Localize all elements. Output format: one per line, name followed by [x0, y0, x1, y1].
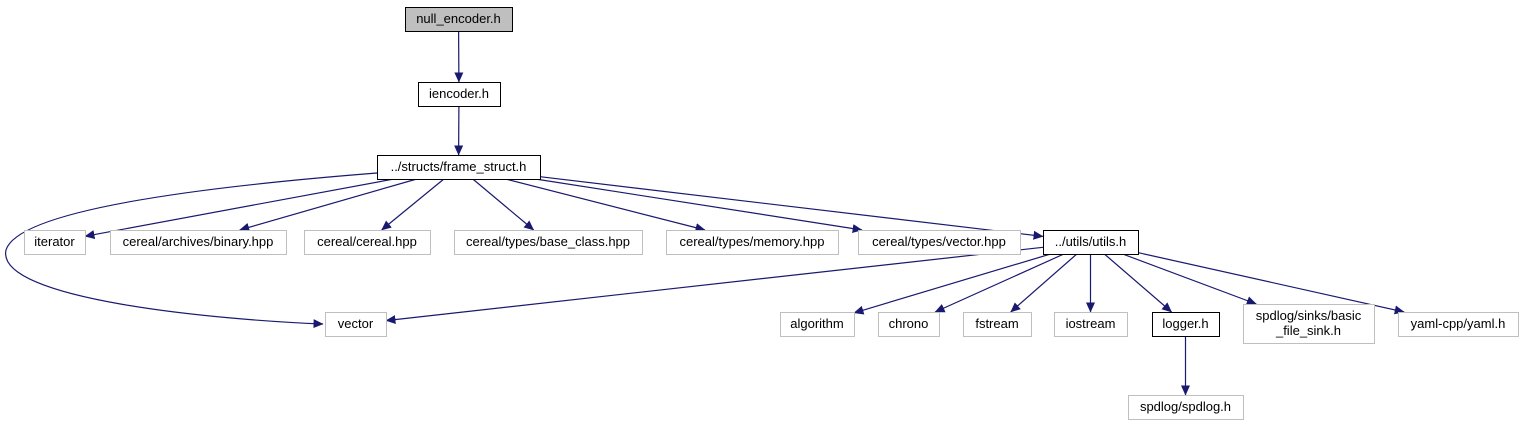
node-logger[interactable]: logger.h	[1152, 312, 1220, 337]
node-box	[325, 312, 387, 337]
node-box	[1243, 304, 1375, 344]
node-cereal: cereal/cereal.hpp	[304, 230, 431, 255]
node-spdlog: spdlog/spdlog.h	[1128, 395, 1244, 420]
node-label: cereal/cereal.hpp	[317, 234, 417, 249]
node-label: spdlog/sinks/basic	[1256, 308, 1362, 323]
node-box	[110, 230, 287, 255]
node-label: cereal/types/vector.hpp	[872, 234, 1006, 249]
node-box	[304, 230, 431, 255]
node-iencoder[interactable]: iencoder.h	[418, 82, 501, 107]
node-box	[418, 82, 501, 107]
node-box	[1398, 312, 1519, 337]
node-chrono: chrono	[878, 312, 940, 337]
node-label: ../structs/frame_struct.h	[391, 159, 527, 174]
edge-frame_struct-to-vector_hpp	[535, 178, 863, 233]
node-box	[405, 7, 513, 32]
node-box	[377, 155, 541, 180]
node-box	[24, 230, 86, 255]
node-utils[interactable]: ../utils/utils.h	[1043, 230, 1139, 255]
edge-utils-to-algorithm	[853, 253, 1051, 315]
edge-frame_struct-to-cereal	[381, 178, 445, 231]
node-vector-hpp: cereal/types/vector.hpp	[858, 230, 1021, 255]
edge-utils-to-logger	[1104, 253, 1172, 313]
node-base-class: cereal/types/base_class.hpp	[454, 230, 643, 255]
node-label: chrono	[889, 316, 929, 331]
edge-utils-to-basic_file_sink	[1122, 253, 1257, 305]
edge-frame_struct-to-memory	[505, 178, 706, 233]
edge-frame_struct-to-base_class	[472, 178, 535, 231]
node-algorithm: algorithm	[780, 312, 855, 337]
node-yaml: yaml-cpp/yaml.h	[1398, 312, 1519, 337]
node-box	[858, 230, 1021, 255]
node-box	[1054, 312, 1128, 337]
node-label: ../utils/utils.h	[1055, 234, 1127, 249]
edge-frame_struct-to-binary	[239, 178, 417, 232]
edge-utils-to-vector	[385, 246, 1044, 325]
node-box	[1043, 230, 1139, 255]
node-memory: cereal/types/memory.hpp	[666, 230, 839, 255]
edge-utils-to-yaml	[1137, 252, 1405, 315]
node-frame-struct[interactable]: ../structs/frame_struct.h	[377, 155, 541, 180]
node-label: fstream	[975, 316, 1018, 331]
node-vector: vector	[325, 312, 387, 337]
node-iostream: iostream	[1054, 312, 1128, 337]
node-layer: null_encoder.h iencoder.h ../structs/frame…	[24, 7, 1519, 420]
node-label: algorithm	[790, 316, 843, 331]
node-iterator: iterator	[24, 230, 86, 255]
edge-frame_struct-to-iterator	[84, 178, 395, 239]
node-box	[1128, 395, 1244, 420]
edge-frame_struct-to-vector	[5, 172, 378, 329]
node-binary: cereal/archives/binary.hpp	[110, 230, 287, 255]
node-label: vector	[338, 316, 374, 331]
node-label: cereal/types/base_class.hpp	[466, 234, 630, 249]
node-label: iterator	[34, 234, 75, 249]
node-label: null_encoder.h	[416, 11, 501, 26]
node-box	[454, 230, 643, 255]
node-label: yaml-cpp/yaml.h	[1411, 316, 1506, 331]
edge-frame_struct-to-utils	[539, 176, 1044, 240]
node-basic-file-sink: spdlog/sinks/basic_file_sink.h	[1243, 304, 1375, 344]
node-label: iencoder.h	[429, 86, 489, 101]
node-label: cereal/types/memory.hpp	[680, 234, 825, 249]
node-label: _file_sink.h	[1275, 323, 1341, 338]
node-null-encoder[interactable]: null_encoder.h	[405, 7, 513, 32]
node-fstream: fstream	[963, 312, 1032, 337]
node-box	[1152, 312, 1220, 337]
edge-utils-to-fstream	[1010, 253, 1078, 313]
node-box	[963, 312, 1032, 337]
node-box	[666, 230, 839, 255]
node-label: iostream	[1066, 316, 1116, 331]
edge-layer	[5, 30, 1405, 396]
edge-utils-to-chrono	[934, 253, 1065, 313]
node-label: spdlog/spdlog.h	[1140, 399, 1231, 414]
node-box	[878, 312, 940, 337]
node-box	[780, 312, 855, 337]
node-label: logger.h	[1162, 316, 1208, 331]
node-label: cereal/archives/binary.hpp	[123, 234, 274, 249]
